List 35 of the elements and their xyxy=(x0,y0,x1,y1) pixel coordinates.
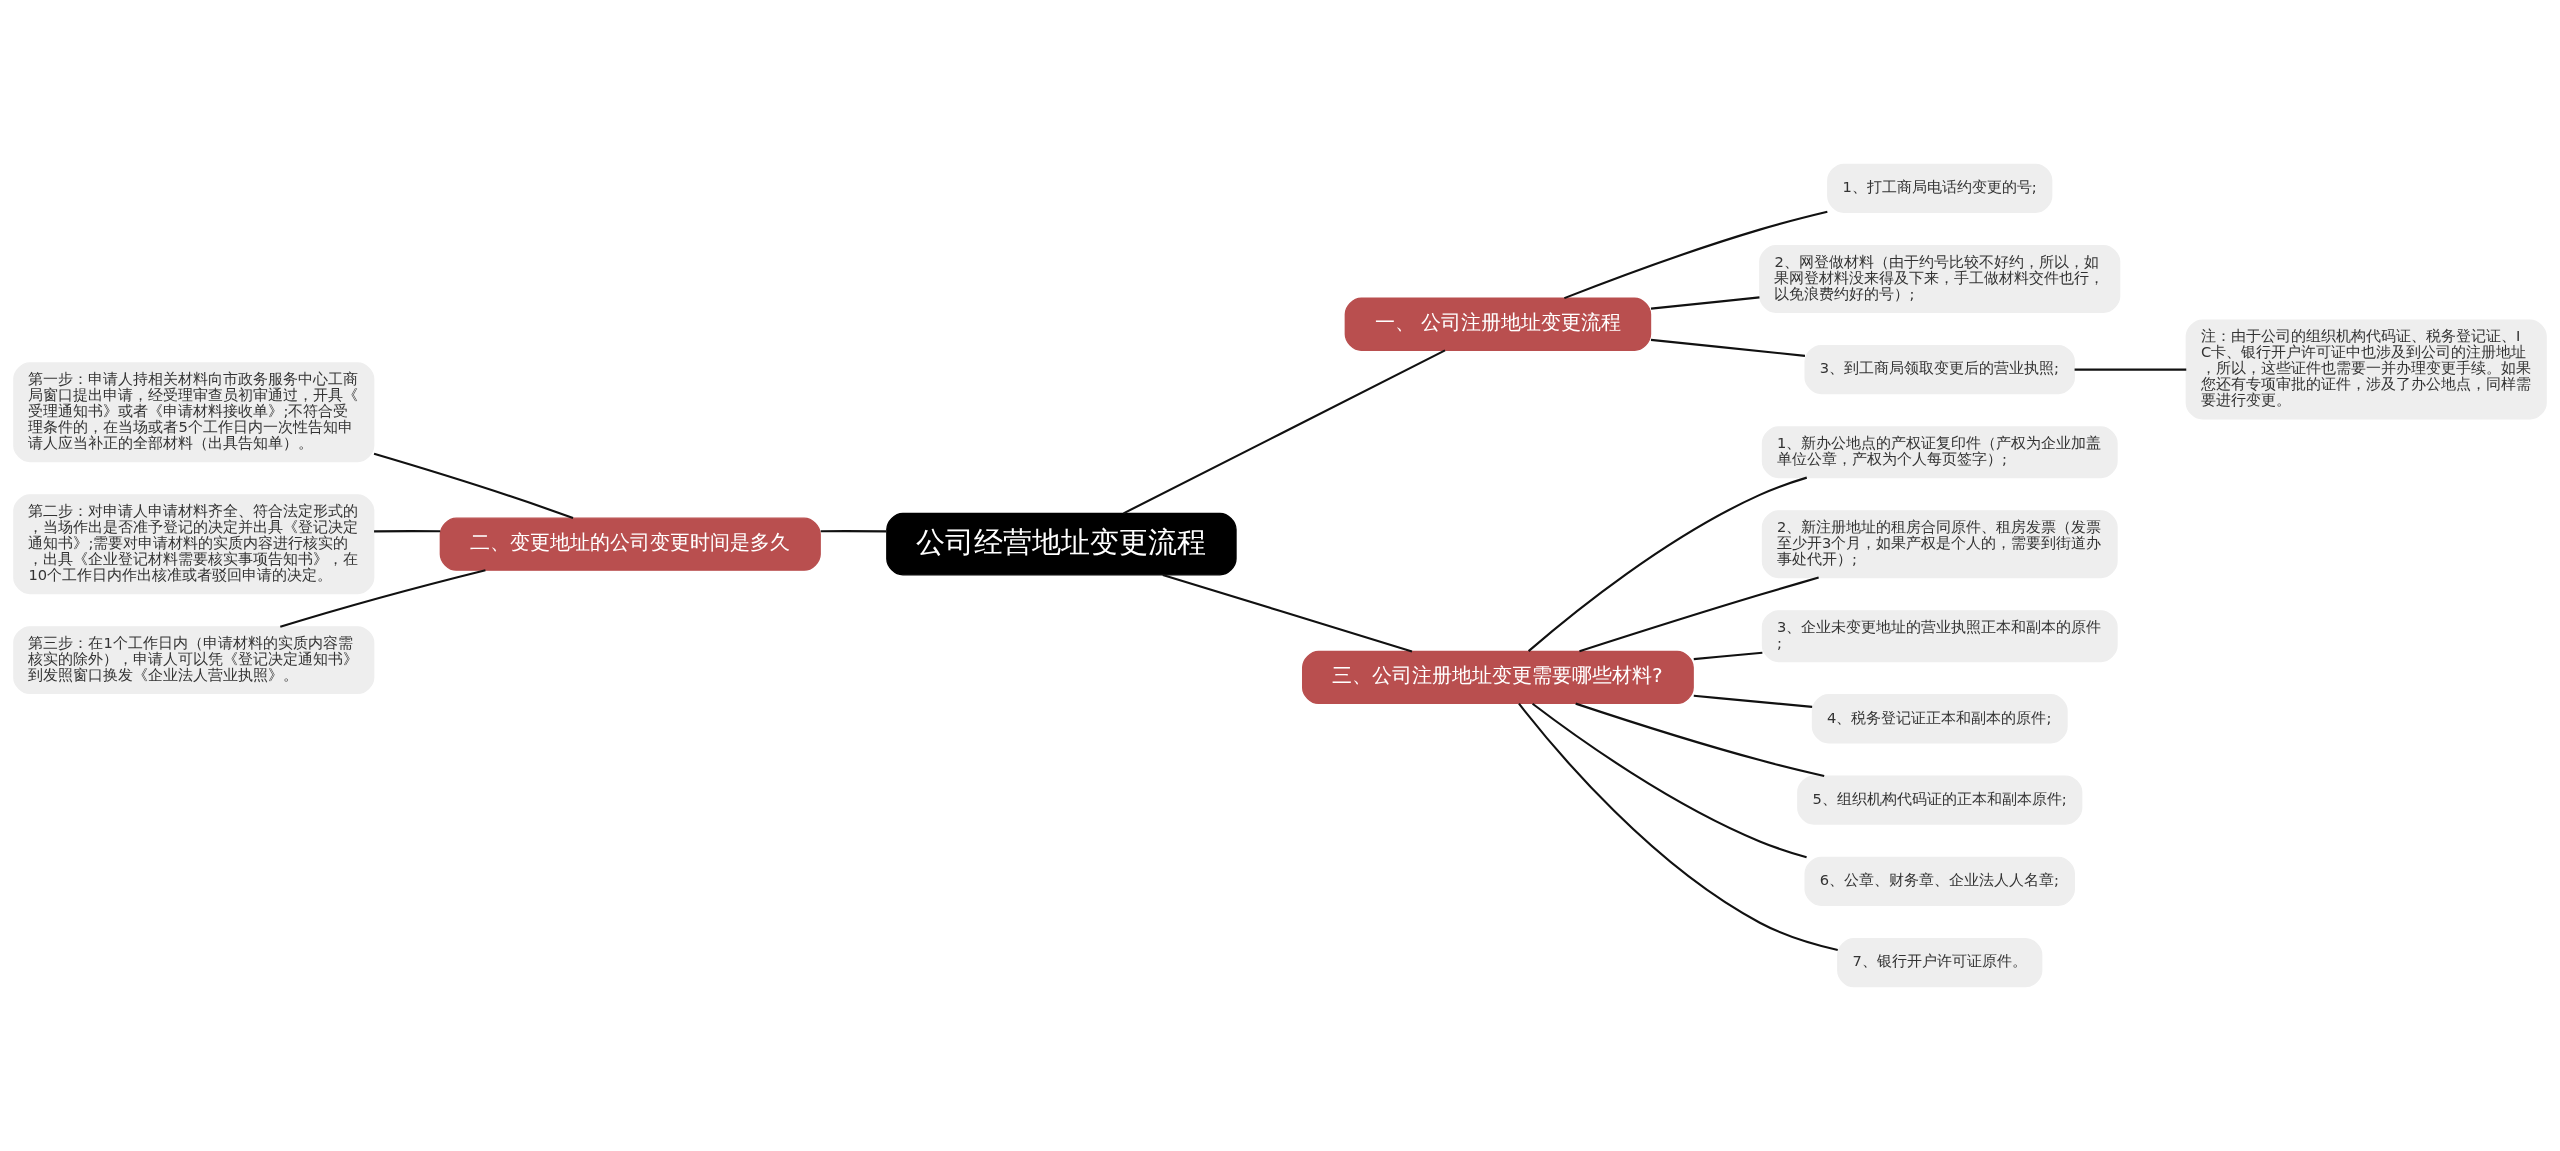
connector xyxy=(1650,296,1760,310)
connector xyxy=(1579,576,1819,653)
connector xyxy=(1693,694,1813,708)
node-box: 公司经营地址变更流程 xyxy=(886,512,1237,576)
connector xyxy=(373,452,574,520)
node-box: 3、到工商局领取变更后的营业执照; xyxy=(1804,344,2075,395)
connector xyxy=(1162,573,1413,653)
node-box: 6、公章、财务章、企业法人人名章; xyxy=(1804,856,2075,907)
connector xyxy=(1527,476,1808,652)
node-box: 一、 公司注册地址变更流程 xyxy=(1344,297,1652,351)
node-box: 1、新办公地点的产权证复印件（产权为企业加盖单位公章，产权为个人每页签字）; xyxy=(1761,426,2118,479)
node-box: 2、网登做材料（由于约号比较不好约，所以，如果网登材料没来得及下来，手工做材料交件也行，以免浪费约好的号）; xyxy=(1759,244,2121,313)
connector xyxy=(820,530,887,533)
connector xyxy=(1650,338,1806,357)
connector xyxy=(374,530,441,533)
connector xyxy=(279,569,486,628)
node-box: 3、企业未变更地址的营业执照正本和副本的原件; xyxy=(1761,610,2118,663)
node-box: 第三步：在1个工作日内（申请材料的实质内容需核实的除外），申请人可以凭《登记决定通知书》到发照窗口换发《企业法人营业执照》。 xyxy=(13,626,375,695)
node-box: 三、公司注册地址变更需要哪些材料? xyxy=(1302,650,1694,705)
connector xyxy=(1531,702,1807,859)
connector xyxy=(1575,702,1825,778)
node-box: 注：由于公司的组织机构代码证、税务登记证、IC卡、银行开户许可证中也涉及到公司的注册地址，所以，这些证件也需要一并办理变更手续。如果您还有专项审批的证件，涉及了办公地点，同样需要进行变更。 xyxy=(2185,319,2547,420)
connector xyxy=(1518,703,1838,951)
connector xyxy=(1693,651,1763,661)
node-box: 1、打工商局电话约变更的号; xyxy=(1827,163,2053,213)
node-box: 二、变更地址的公司变更时间是多久 xyxy=(439,517,821,571)
node-box: 7、银行开户许可证原件。 xyxy=(1837,938,2043,988)
connector xyxy=(1564,210,1828,300)
connector xyxy=(2074,368,2187,371)
node-box: 4、税务登记证正本和副本的原件; xyxy=(1811,694,2068,744)
node-box: 2、新注册地址的租房合同原件、租房发票（发票至少开3个月，如果产权是个人的，需要到街道办事处代开）; xyxy=(1761,510,2118,579)
connector xyxy=(1123,349,1446,515)
node-box: 5、组织机构代码证的正本和副本原件; xyxy=(1797,775,2083,825)
node-box: 第一步：申请人持相关材料向市政务服务中心工商局窗口提出申请，经受理审查员初审通过，开具《受理通知书》或者《申请材料接收单》;不符合受理条件的，在当场或者5个工作日内一次性告知申请人应当补正的全部材料（出具告知单）。 xyxy=(13,362,375,463)
node-box: 第二步：对申请人申请材料齐全、符合法定形式的，当场作出是否准予登记的决定并出具《登记决定通知书》;需要对申请材料的实质内容进行核实的，出具《企业登记材料需要核实事项告知书》，在10个工作日内作出核准或者驳回申请的决定。 xyxy=(13,494,375,595)
